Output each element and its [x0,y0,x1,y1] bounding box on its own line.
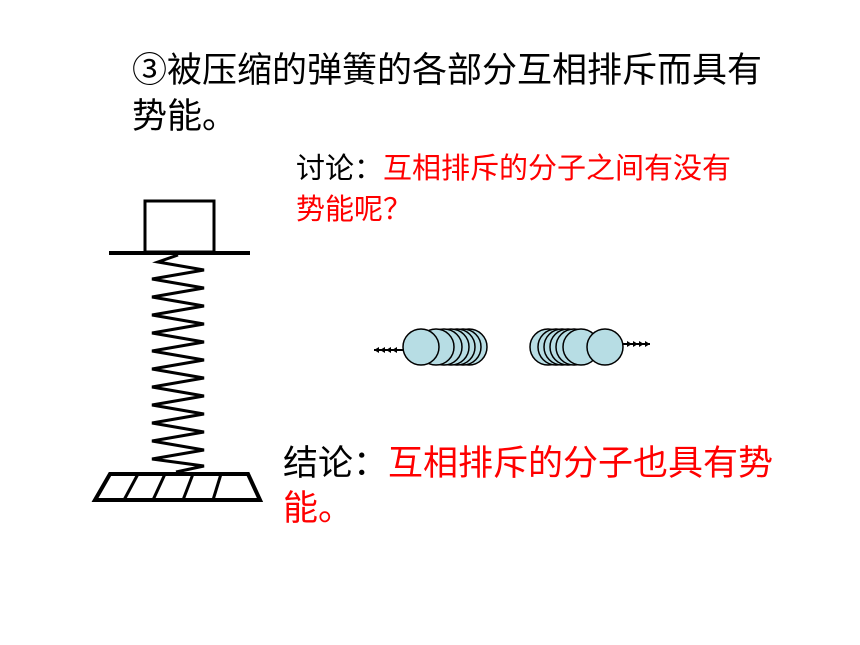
right-molecule-group [529,328,624,366]
left-molecule-group [402,328,488,366]
discussion-block: 讨论：互相排斥的分子之间有没有势能呢？ [296,148,746,230]
conclusion-label: 结论： [283,444,389,484]
heading-text: ③被压缩的弹簧的各部分互相排斥而具有势能。 [132,51,763,137]
conclusion-statement: 互相排斥的分子也具有势能。 [283,444,774,529]
spring-coil [151,253,205,474]
discussion-label: 讨论： [296,151,384,185]
conclusion-block: 结论：互相排斥的分子也具有势能。 [283,442,793,532]
discussion-question: 互相排斥的分子之间有没有势能呢？ [296,151,732,226]
right-arrow-icon [623,341,650,347]
base-hatching [122,473,223,501]
left-arrow-icon [374,347,403,353]
weight-block [143,199,216,254]
